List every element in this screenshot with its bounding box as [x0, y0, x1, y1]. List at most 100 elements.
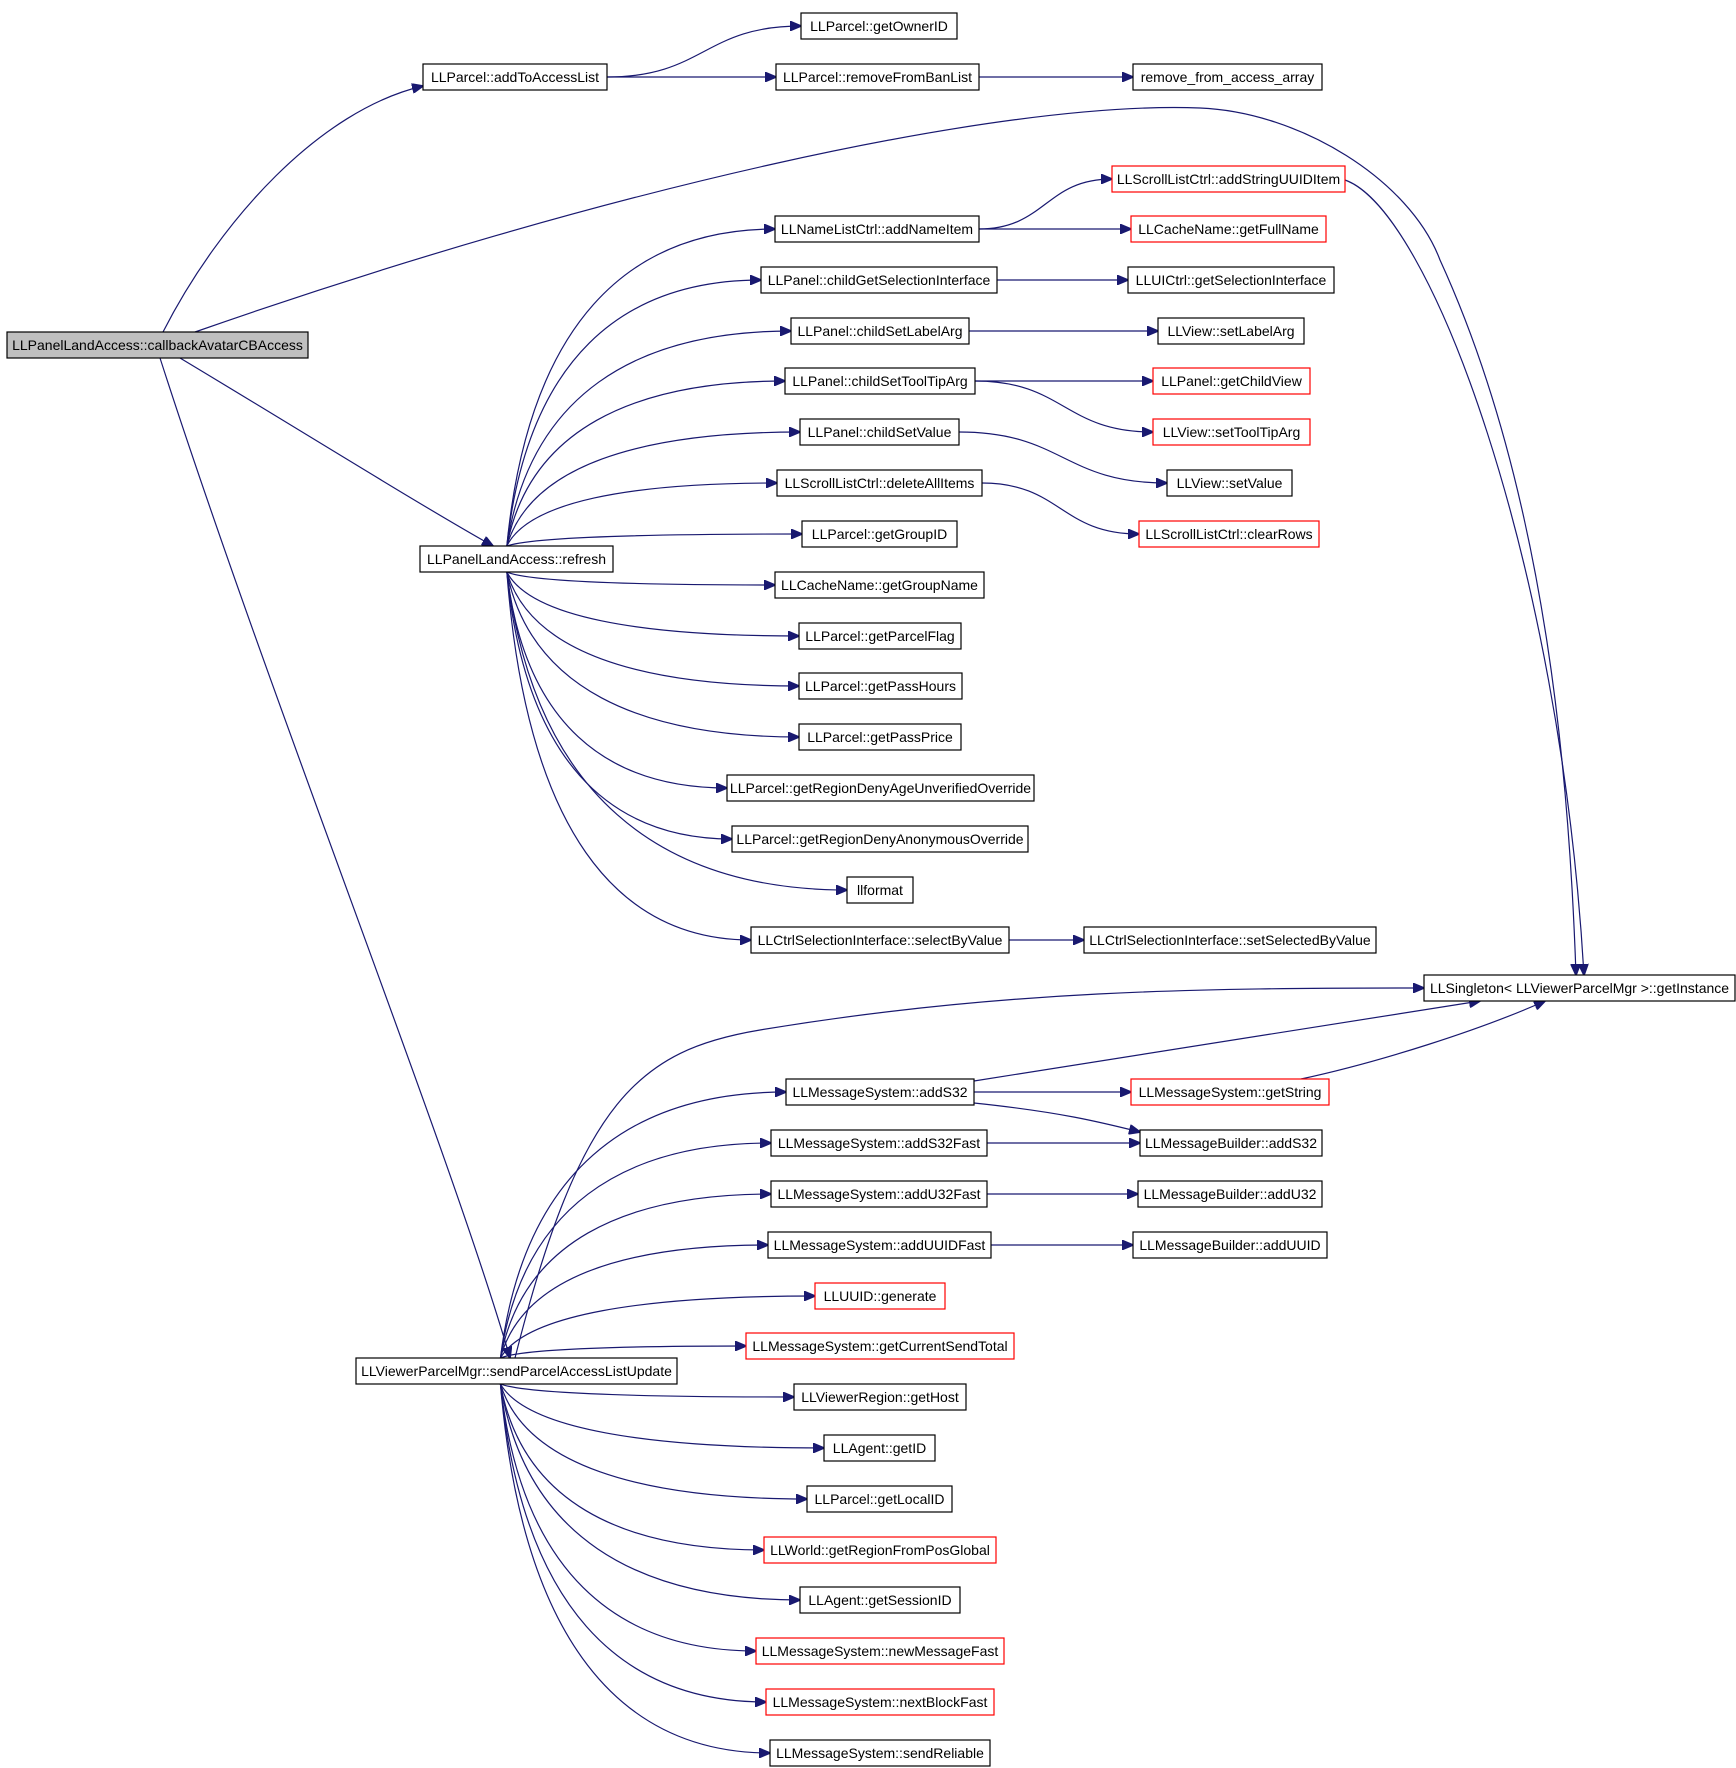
node-childGetSelectionInterface[interactable]: LLPanel::childGetSelectionInterface [760, 266, 998, 294]
node-box[interactable] [790, 317, 970, 345]
node-getHost[interactable]: LLViewerRegion::getHost [793, 1383, 967, 1411]
node-box[interactable] [1130, 1078, 1330, 1106]
node-box[interactable] [775, 63, 980, 91]
node-box[interactable] [1083, 926, 1377, 954]
node-box[interactable] [767, 1231, 992, 1259]
node-getCurrentSendTotal[interactable]: LLMessageSystem::getCurrentSendTotal [745, 1332, 1015, 1360]
node-box[interactable] [6, 331, 309, 359]
node-mbAddU32[interactable]: LLMessageBuilder::addU32 [1137, 1180, 1323, 1208]
node-box[interactable] [763, 1536, 997, 1564]
node-childSetValue[interactable]: LLPanel::childSetValue [799, 418, 960, 446]
node-box[interactable] [1157, 317, 1305, 345]
node-addUUIDFast[interactable]: LLMessageSystem::addUUIDFast [767, 1231, 992, 1259]
node-box[interactable] [799, 1586, 961, 1614]
node-box[interactable] [1132, 63, 1323, 91]
node-getGroupID[interactable]: LLParcel::getGroupID [801, 520, 958, 548]
node-box[interactable] [770, 1180, 988, 1208]
node-addS32Fast[interactable]: LLMessageSystem::addS32Fast [770, 1129, 988, 1157]
node-nextBlockFast[interactable]: LLMessageSystem::nextBlockFast [765, 1688, 995, 1716]
node-sendUpdate[interactable]: LLViewerParcelMgr::sendParcelAccessListU… [355, 1357, 678, 1385]
node-box[interactable] [750, 926, 1010, 954]
node-addU32Fast[interactable]: LLMessageSystem::addU32Fast [770, 1180, 988, 1208]
node-box[interactable] [801, 520, 958, 548]
node-getPassPrice[interactable]: LLParcel::getPassPrice [798, 723, 962, 751]
node-removeFromBanList[interactable]: LLParcel::removeFromBanList [775, 63, 980, 91]
node-getSelectionInterface[interactable]: LLUICtrl::getSelectionInterface [1127, 266, 1335, 294]
node-childSetLabelArg[interactable]: LLPanel::childSetLabelArg [790, 317, 970, 345]
node-box[interactable] [770, 1129, 988, 1157]
node-getOwnerID[interactable]: LLParcel::getOwnerID [800, 12, 958, 40]
node-box[interactable] [1166, 469, 1293, 497]
node-box[interactable] [823, 1434, 936, 1462]
node-getRegionDenyAgeUnverifiedOverride[interactable]: LLParcel::getRegionDenyAgeUnverifiedOver… [726, 774, 1035, 802]
node-box[interactable] [1132, 1231, 1328, 1259]
node-box[interactable] [793, 1383, 967, 1411]
node-box[interactable] [776, 469, 983, 497]
node-refresh[interactable]: LLPanelLandAccess::refresh [419, 545, 614, 573]
node-getInstance[interactable]: LLSingleton< LLViewerParcelMgr >::getIns… [1423, 974, 1736, 1002]
node-box[interactable] [769, 1739, 991, 1767]
node-deleteAllItems[interactable]: LLScrollListCtrl::deleteAllItems [776, 469, 983, 497]
node-box[interactable] [760, 266, 998, 294]
node-addToAccessList[interactable]: LLParcel::addToAccessList [422, 63, 608, 91]
node-box[interactable] [800, 12, 958, 40]
node-box[interactable] [1152, 367, 1311, 395]
node-box[interactable] [1137, 1180, 1323, 1208]
node-llformat[interactable]: llformat [846, 876, 914, 904]
node-box[interactable] [798, 672, 963, 700]
node-setLabelArg[interactable]: LLView::setLabelArg [1157, 317, 1305, 345]
node-box[interactable] [745, 1332, 1015, 1360]
node-remove_from_access_array[interactable]: remove_from_access_array [1132, 63, 1323, 91]
node-box[interactable] [798, 723, 962, 751]
node-mbAddUUID[interactable]: LLMessageBuilder::addUUID [1132, 1231, 1328, 1259]
node-box[interactable] [355, 1357, 678, 1385]
node-mbAddS32[interactable]: LLMessageBuilder::addS32 [1139, 1129, 1323, 1157]
node-setToolTipArg[interactable]: LLView::setToolTipArg [1152, 418, 1311, 446]
node-box[interactable] [1152, 418, 1311, 446]
node-getChildView[interactable]: LLPanel::getChildView [1152, 367, 1311, 395]
node-box[interactable] [846, 876, 914, 904]
node-clearRows[interactable]: LLScrollListCtrl::clearRows [1138, 520, 1320, 548]
node-newMessageFast[interactable]: LLMessageSystem::newMessageFast [755, 1637, 1005, 1665]
node-box[interactable] [785, 1078, 975, 1106]
node-box[interactable] [1111, 165, 1346, 193]
node-getRegionFromPosGlobal[interactable]: LLWorld::getRegionFromPosGlobal [763, 1536, 997, 1564]
node-selectByValue[interactable]: LLCtrlSelectionInterface::selectByValue [750, 926, 1010, 954]
node-box[interactable] [1423, 974, 1736, 1002]
node-box[interactable] [765, 1688, 995, 1716]
node-getID[interactable]: LLAgent::getID [823, 1434, 936, 1462]
node-addStringUUIDItem[interactable]: LLScrollListCtrl::addStringUUIDItem [1111, 165, 1346, 193]
node-sendReliable[interactable]: LLMessageSystem::sendReliable [769, 1739, 991, 1767]
node-box[interactable] [774, 571, 985, 599]
node-generate[interactable]: LLUUID::generate [814, 1282, 946, 1310]
node-box[interactable] [755, 1637, 1005, 1665]
node-box[interactable] [814, 1282, 946, 1310]
node-getLocalID[interactable]: LLParcel::getLocalID [806, 1485, 953, 1513]
node-getString[interactable]: LLMessageSystem::getString [1130, 1078, 1330, 1106]
node-childSetToolTipArg[interactable]: LLPanel::childSetToolTipArg [784, 367, 976, 395]
node-getPassHours[interactable]: LLParcel::getPassHours [798, 672, 963, 700]
node-setSelectedByValue[interactable]: LLCtrlSelectionInterface::setSelectedByV… [1083, 926, 1377, 954]
node-box[interactable] [784, 367, 976, 395]
node-box[interactable] [774, 215, 980, 243]
node-addNameItem[interactable]: LLNameListCtrl::addNameItem [774, 215, 980, 243]
node-box[interactable] [1138, 520, 1320, 548]
node-box[interactable] [731, 825, 1029, 853]
node-setValue[interactable]: LLView::setValue [1166, 469, 1293, 497]
node-callbackAvatarCBAccess[interactable]: LLPanelLandAccess::callbackAvatarCBAcces… [6, 331, 309, 359]
node-getRegionDenyAnonymousOverride[interactable]: LLParcel::getRegionDenyAnonymousOverride [731, 825, 1029, 853]
node-box[interactable] [422, 63, 608, 91]
node-box[interactable] [419, 545, 614, 573]
node-getSessionID[interactable]: LLAgent::getSessionID [799, 1586, 961, 1614]
node-box[interactable] [1130, 215, 1327, 243]
node-addS32[interactable]: LLMessageSystem::addS32 [785, 1078, 975, 1106]
node-getParcelFlag[interactable]: LLParcel::getParcelFlag [798, 622, 962, 650]
node-getFullName[interactable]: LLCacheName::getFullName [1130, 215, 1327, 243]
node-box[interactable] [726, 774, 1035, 802]
node-box[interactable] [1139, 1129, 1323, 1157]
node-box[interactable] [806, 1485, 953, 1513]
node-getGroupName[interactable]: LLCacheName::getGroupName [774, 571, 985, 599]
node-box[interactable] [799, 418, 960, 446]
node-box[interactable] [798, 622, 962, 650]
node-box[interactable] [1127, 266, 1335, 294]
